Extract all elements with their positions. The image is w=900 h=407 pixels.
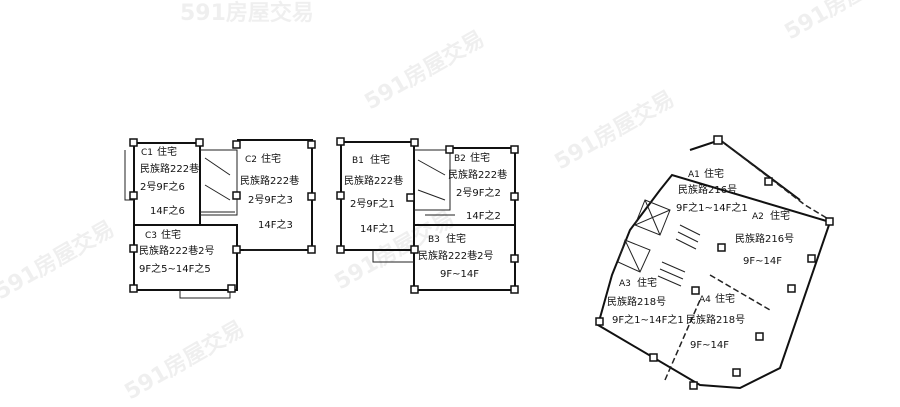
unit-use: 住宅: [715, 292, 735, 305]
plan-building-b: B1 住宅 民族路222巷 2号9F之1 14F之1 B2 住宅 民族路222巷…: [336, 137, 519, 294]
unit-floors-to: 14F之2: [466, 209, 501, 222]
unit-floors-from: 9F~14F: [440, 269, 479, 280]
unit-floors-from: 9F之5~14F之5: [139, 262, 211, 275]
unit-code: B3: [428, 235, 440, 245]
unit-floors-from: 9F之1~14F之1: [676, 201, 748, 214]
unit-use: 住宅: [770, 209, 790, 222]
unit-c2: C2 住宅 民族路222巷 2号9F之3 14F之3: [240, 152, 299, 231]
watermark: 591房屋交易: [120, 316, 249, 405]
unit-address: 民族路222巷: [140, 162, 199, 175]
unit-code: C2: [245, 155, 257, 165]
unit-code: A4: [699, 295, 711, 305]
unit-use: 住宅: [637, 276, 657, 289]
plan-building-c: C1 住宅 民族路222巷 2号9F之6 14F之6 C2 住宅 民族路222巷…: [124, 138, 316, 299]
unit-use: 住宅: [470, 151, 490, 164]
unit-address: 民族路222巷: [344, 174, 403, 187]
unit-use: 住宅: [161, 228, 181, 241]
unit-code: A2: [752, 212, 764, 222]
unit-floors-to: 14F之3: [258, 218, 293, 231]
unit-code: C3: [145, 231, 157, 241]
unit-code: C1: [141, 148, 153, 158]
unit-address: 民族路216号: [678, 183, 737, 196]
unit-floors-from: 2号9F之6: [140, 180, 185, 193]
unit-a4: A4 住宅 民族路218号 9F~14F: [686, 292, 745, 351]
unit-address: 民族路222巷2号: [418, 249, 493, 262]
unit-floors-from: 2号9F之2: [456, 186, 501, 199]
unit-floors-to: 14F之6: [150, 204, 185, 217]
unit-use: 住宅: [446, 232, 466, 245]
unit-address: 民族路222巷: [448, 168, 507, 181]
unit-code: A3: [619, 279, 631, 289]
unit-use: 住宅: [370, 153, 390, 166]
unit-use: 住宅: [157, 145, 177, 158]
unit-code: B2: [454, 154, 466, 164]
unit-address: 民族路218号: [686, 313, 745, 326]
watermark: 591房屋交易: [780, 0, 900, 45]
watermark: 591房屋交易: [180, 0, 314, 26]
unit-b2: B2 住宅 民族路222巷 2号9F之2 14F之2: [448, 151, 507, 222]
unit-floors-from: 9F~14F: [690, 340, 729, 351]
unit-use: 住宅: [261, 152, 281, 165]
unit-code: B1: [352, 156, 364, 166]
watermark: 591房屋交易: [550, 86, 679, 175]
unit-floors-from: 2号9F之3: [248, 193, 293, 206]
unit-use: 住宅: [704, 167, 724, 180]
plan-building-a: A1 住宅 民族路216号 9F之1~14F之1 A2 住宅 民族路216号 9…: [595, 135, 834, 390]
unit-address: 民族路216号: [735, 232, 794, 245]
unit-floors-from: 9F~14F: [743, 256, 782, 267]
unit-floors-to: 14F之1: [360, 222, 395, 235]
unit-address: 民族路222巷: [240, 174, 299, 187]
unit-code: A1: [688, 170, 700, 180]
unit-address: 民族路218号: [607, 295, 666, 308]
unit-a3: A3 住宅 民族路218号 9F之1~14F之1: [607, 276, 684, 326]
unit-a2: A2 住宅 民族路216号 9F~14F: [735, 209, 794, 267]
unit-b3: B3 住宅 民族路222巷2号 9F~14F: [418, 232, 493, 280]
unit-b1: B1 住宅 民族路222巷 2号9F之1 14F之1: [344, 153, 403, 235]
unit-c3: C3 住宅 民族路222巷2号 9F之5~14F之5: [139, 228, 214, 275]
watermark: 591房屋交易: [0, 216, 119, 305]
unit-address: 民族路222巷2号: [139, 244, 214, 257]
unit-floors-from: 9F之1~14F之1: [612, 313, 684, 326]
unit-a1: A1 住宅 民族路216号 9F之1~14F之1: [676, 167, 748, 214]
unit-floors-from: 2号9F之1: [350, 197, 395, 210]
watermark: 591房屋交易: [360, 26, 489, 115]
unit-c1: C1 住宅 民族路222巷 2号9F之6 14F之6: [140, 145, 199, 217]
